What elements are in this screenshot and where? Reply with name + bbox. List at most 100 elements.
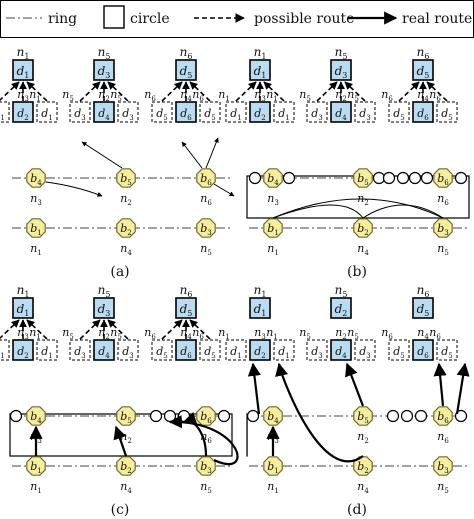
bottom-task-box (225, 339, 247, 361)
device-n-label-lower: n4 (120, 480, 132, 495)
bottom-task-box (436, 339, 458, 361)
device-node-lower (26, 218, 46, 238)
bottom-task-box (117, 339, 139, 361)
bottom-task-box (117, 101, 139, 123)
panel-caption: (d) (347, 502, 367, 518)
ring-circle (163, 409, 177, 423)
real-route (182, 411, 208, 457)
route-curve (362, 204, 444, 219)
device-n-label-upper: n3 (30, 192, 42, 207)
device-node-upper (116, 406, 136, 426)
device-n-label-lower: n1 (30, 480, 42, 495)
top-task-box (93, 297, 115, 319)
possible-route-arrow (161, 319, 183, 340)
bottom-task-label: d5 (156, 345, 168, 360)
bottom-task-box (69, 101, 91, 123)
device-n-label-lower: n5 (200, 242, 212, 257)
device-label-upper: b6 (200, 410, 212, 425)
bottom-n-label: n5 (62, 88, 74, 103)
bottom-task-box (273, 101, 295, 123)
bottom-n-label: n3 (254, 88, 266, 103)
bottom-n-label: n5 (299, 326, 311, 341)
device-n-label-upper: n2 (120, 192, 132, 207)
possible-route-arrow (398, 81, 420, 102)
bottom-task-box (199, 101, 221, 123)
bottom-task-label: d1 (278, 345, 290, 360)
device-n-label-upper: n6 (437, 430, 449, 445)
bottom-n-label: n1 (29, 88, 41, 103)
possible-route-arrow (79, 319, 101, 340)
bottom-n-label: n3 (17, 326, 29, 341)
bottom-n-label: n1 (266, 88, 278, 103)
top-task-box (412, 297, 434, 319)
bottom-task-box (36, 339, 58, 361)
device-node-lower (196, 456, 216, 476)
bottom-task-box (175, 339, 197, 361)
bottom-n-label: n1 (218, 88, 230, 103)
top-task-label: d1 (254, 302, 267, 318)
device-node-upper (26, 168, 46, 188)
bottom-task-label: d5 (156, 107, 168, 122)
bottom-n-label: n5 (299, 88, 311, 103)
top-task-label: d3 (98, 302, 111, 318)
legend-circle-box (103, 5, 125, 29)
bottom-n-label: n2 (335, 326, 347, 341)
possible-route-arrow (189, 319, 211, 340)
possible-route-arrow (263, 81, 285, 102)
device-label-upper: b6 (437, 410, 449, 425)
top-n-label: n5 (98, 45, 111, 61)
bottom-n-label: n5 (110, 88, 122, 103)
device-node-upper (263, 406, 283, 426)
top-n-label: n6 (417, 283, 430, 299)
device-node-lower (263, 456, 283, 476)
bottom-task-label: d1 (0, 107, 5, 122)
top-task-label: d5 (180, 64, 193, 80)
bottom-task-label: d4 (335, 107, 347, 122)
device-label-lower: b3 (200, 460, 212, 475)
bottom-task-box (388, 101, 410, 123)
ring-circle (248, 171, 262, 185)
bottom-n-label: n5 (110, 326, 122, 341)
possible-route-arrow (79, 81, 101, 102)
top-n-label: n1 (17, 45, 30, 61)
device-n-label-upper: n2 (357, 430, 369, 445)
top-task-box (12, 297, 34, 319)
bottom-task-box (388, 339, 410, 361)
bottom-n-label: n4 (417, 326, 429, 341)
device-label-upper: b4 (30, 410, 42, 425)
device-node-lower (353, 218, 373, 238)
ring-circle (382, 171, 396, 185)
device-label-upper: b5 (120, 172, 132, 187)
top-task-label: d3 (335, 64, 348, 80)
bottom-task-label: d5 (441, 107, 453, 122)
ring-circle (454, 171, 468, 185)
ring-circle (420, 171, 434, 185)
ring-circle (454, 409, 468, 423)
device-label-upper: b6 (200, 172, 212, 187)
bottom-n-label: n4 (180, 326, 192, 341)
bottom-n-label: n4 (180, 88, 192, 103)
bottom-task-box (12, 101, 34, 123)
bottom-task-label: d3 (359, 107, 371, 122)
bottom-task-label: d1 (230, 345, 242, 360)
device-label-lower: b2 (120, 222, 132, 237)
bottom-task-label: d6 (417, 345, 429, 360)
bottom-n-label: n6 (144, 326, 156, 341)
device-node-upper (26, 406, 46, 426)
device-node-lower (353, 456, 373, 476)
device-n-label-upper: n3 (267, 192, 279, 207)
possible-route-arrow (235, 81, 257, 102)
ring-circle (386, 409, 400, 423)
bottom-task-box (273, 339, 295, 361)
possible-route-arrow (26, 319, 48, 340)
panel-caption: (a) (110, 264, 129, 280)
device-label-upper: b4 (267, 172, 279, 187)
device-label-lower: b2 (120, 460, 132, 475)
device-node-lower (196, 218, 216, 238)
device-label-lower: b1 (30, 222, 42, 237)
bottom-task-box (151, 101, 173, 123)
bottom-task-label: d1 (41, 107, 53, 122)
top-task-label: d2 (335, 302, 348, 318)
device-node-upper (116, 168, 136, 188)
top-n-label: n5 (335, 283, 348, 299)
